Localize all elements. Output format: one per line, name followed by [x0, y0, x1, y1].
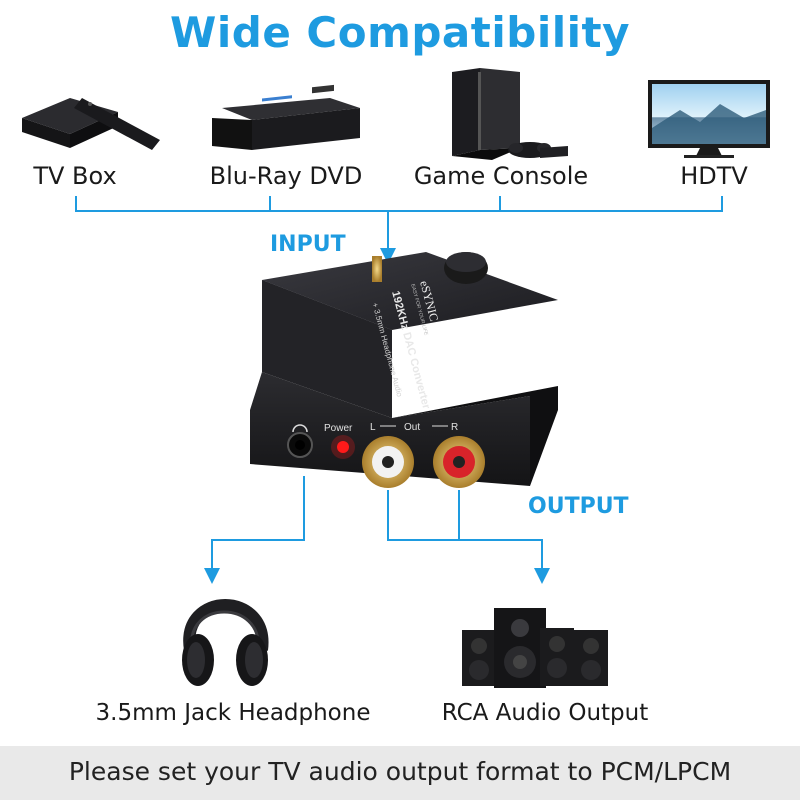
hdtv-icon	[648, 80, 770, 158]
game-console-icon	[452, 68, 568, 160]
output-connector-lines	[204, 476, 550, 584]
device-label-hdtv: HDTV	[680, 162, 748, 190]
headphones-icon	[182, 599, 269, 686]
port-right-label: R	[451, 422, 458, 433]
power-label: Power	[324, 423, 353, 434]
rca-output-label: RCA Audio Output	[441, 700, 649, 726]
tv-box-icon	[22, 98, 160, 150]
bluray-player-icon	[212, 84, 360, 150]
footer-note: Please set your TV audio output format t…	[68, 757, 732, 786]
speakers-icon	[462, 608, 608, 688]
device-label-game-console: Game Console	[413, 162, 589, 190]
device-label-tv-box: TV Box	[33, 162, 117, 190]
headphone-output-label: 3.5mm Jack Headphone	[95, 700, 371, 726]
output-label: OUTPUT	[528, 494, 629, 519]
page-title: Wide Compatibility	[170, 8, 630, 57]
dac-converter-device	[250, 252, 558, 488]
input-label: INPUT	[270, 232, 346, 257]
port-out-label: Out	[404, 422, 420, 433]
footer-bar	[0, 746, 800, 800]
port-left-label: L	[370, 422, 376, 433]
device-label-bluray: Blu-Ray DVD	[209, 162, 363, 190]
input-connector-lines	[75, 196, 723, 264]
